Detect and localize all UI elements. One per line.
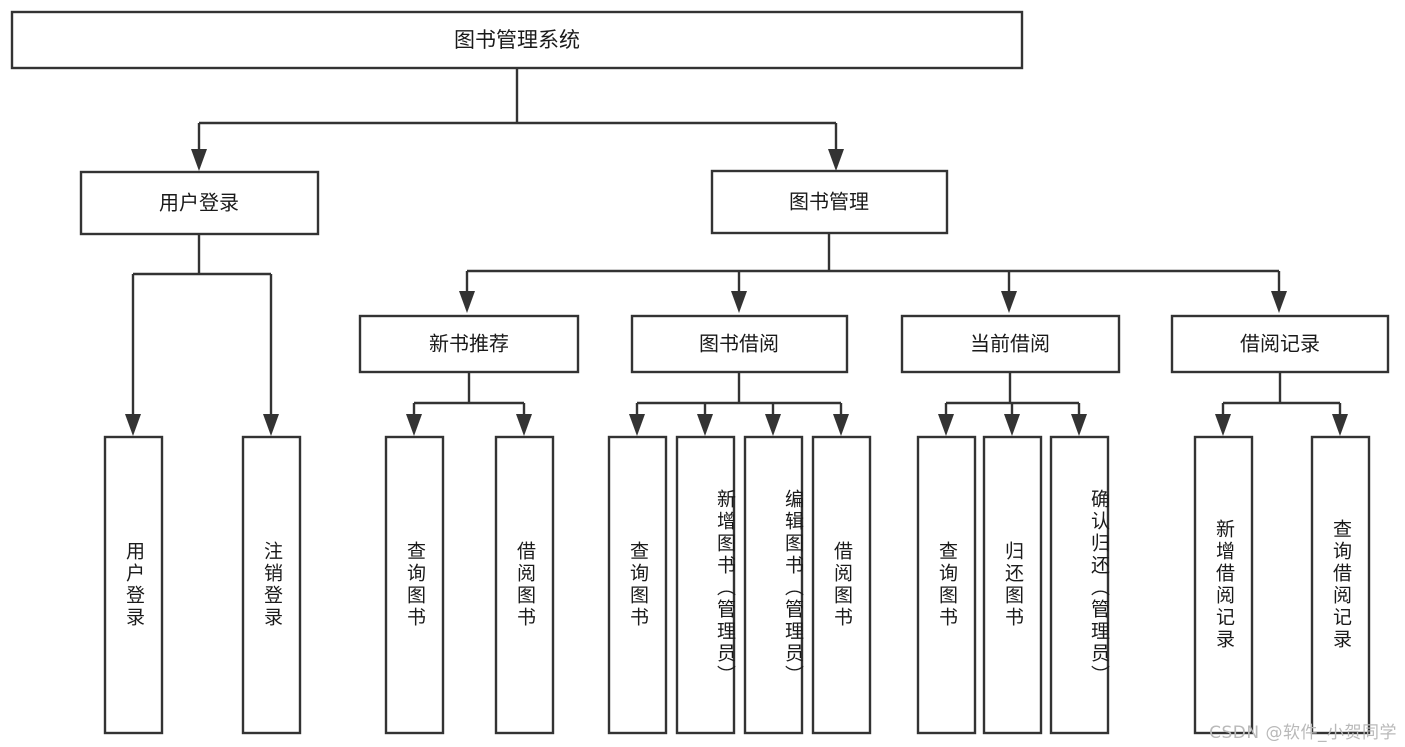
leaf-box-query-book-1[interactable] [384,435,445,735]
leaf-box-borrow-book-2[interactable] [811,435,872,735]
node-current-borrow-box[interactable] [900,314,1121,374]
node-borrow-record[interactable]: 借阅记录 [1170,314,1390,374]
connector-group-user-login [125,234,279,436]
node-book-borrow-box[interactable] [630,314,849,374]
node-book-manage-label: 图书管理 [789,190,869,214]
leaf-box-borrow-book-1[interactable] [494,435,555,735]
node-root-box[interactable] [10,10,1024,70]
connector-group-current-borrow [938,372,1087,436]
connector-group-root [191,68,844,171]
node-root-label: 图书管理系统 [454,28,580,52]
node-root[interactable]: 图书管理系统 [10,10,1024,70]
node-user-login[interactable]: 用户登录 [79,170,320,236]
node-new-book-rec-label: 新书推荐 [429,332,509,356]
csdn-watermark: CSDN @软件_小贺同学 [1209,723,1397,743]
leaf-box-query-book-2[interactable] [607,435,668,735]
node-book-borrow-label: 图书借阅 [699,332,779,356]
node-user-login-label: 用户登录 [159,191,239,215]
leaf-box-edit-book[interactable] [743,435,804,735]
leaf-boxes [103,435,1371,735]
node-book-manage[interactable]: 图书管理 [710,169,949,235]
node-new-book-rec-box[interactable] [358,314,580,374]
node-user-login-box[interactable] [79,170,320,236]
leaf-box-confirm-return[interactable] [1049,435,1110,735]
node-borrow-record-box[interactable] [1170,314,1390,374]
leaf-box-query-record[interactable] [1310,435,1371,735]
connector-group-new-book-rec [406,372,532,436]
node-borrow-record-label: 借阅记录 [1240,332,1320,356]
connector-group-borrow-record [1215,372,1348,436]
node-book-manage-box[interactable] [710,169,949,235]
connector-group-book-manage [459,233,1287,313]
node-current-borrow[interactable]: 当前借阅 [900,314,1121,374]
leaf-box-add-book[interactable] [675,435,736,735]
node-new-book-rec[interactable]: 新书推荐 [358,314,580,374]
leaf-box-return-book[interactable] [982,435,1043,735]
node-book-borrow[interactable]: 图书借阅 [630,314,849,374]
leaf-box-logout[interactable] [241,435,302,735]
leaf-box-user-login[interactable] [103,435,164,735]
leaf-box-query-book-3[interactable] [916,435,977,735]
connector-group-book-borrow [629,372,849,436]
leaf-box-add-record[interactable] [1193,435,1254,735]
node-current-borrow-label: 当前借阅 [970,332,1050,356]
